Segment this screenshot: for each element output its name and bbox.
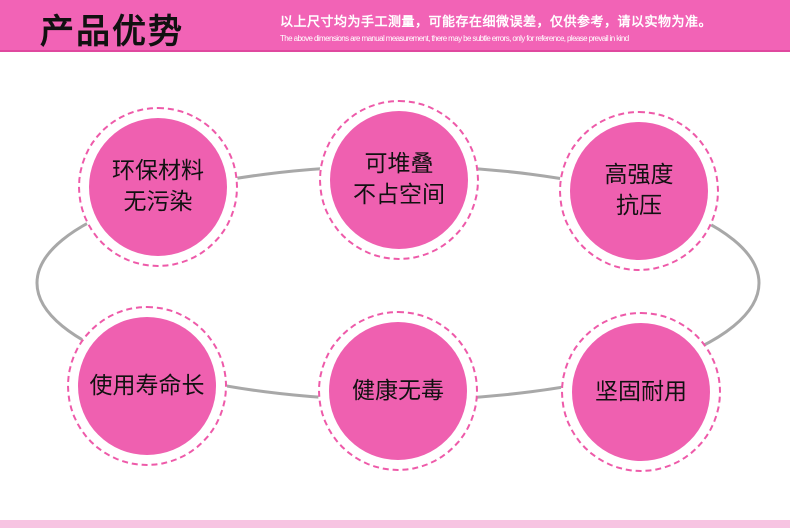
header-banner xyxy=(0,0,790,50)
feature-circle-long-life: 使用寿命长 xyxy=(67,306,227,466)
section-title: 产品优势 xyxy=(40,12,184,52)
feature-label: 高强度 抗压 xyxy=(604,162,674,219)
feature-label: 可堆叠 不占空间 xyxy=(353,151,445,208)
feature-circle-non-toxic: 健康无毒 xyxy=(318,311,478,471)
feature-circle-durable: 坚固耐用 xyxy=(561,312,721,472)
feature-circle-eco-material: 环保材料 无污染 xyxy=(78,107,238,267)
feature-label: 健康无毒 xyxy=(352,377,444,404)
feature-circle-stackable: 可堆叠 不占空间 xyxy=(319,100,479,260)
feature-label: 使用寿命长 xyxy=(89,372,205,399)
feature-circle-high-strength: 高强度 抗压 xyxy=(559,111,719,271)
feature-label: 坚固耐用 xyxy=(595,378,687,405)
header-underline xyxy=(0,50,790,52)
measurement-note-english: The above dimensions are manual measurem… xyxy=(280,34,629,43)
footer-strip xyxy=(0,520,790,528)
feature-label: 环保材料 无污染 xyxy=(112,158,204,215)
measurement-note: 以上尺寸均为手工测量，可能存在细微误差，仅供参考，请以实物为准。 xyxy=(280,15,713,30)
